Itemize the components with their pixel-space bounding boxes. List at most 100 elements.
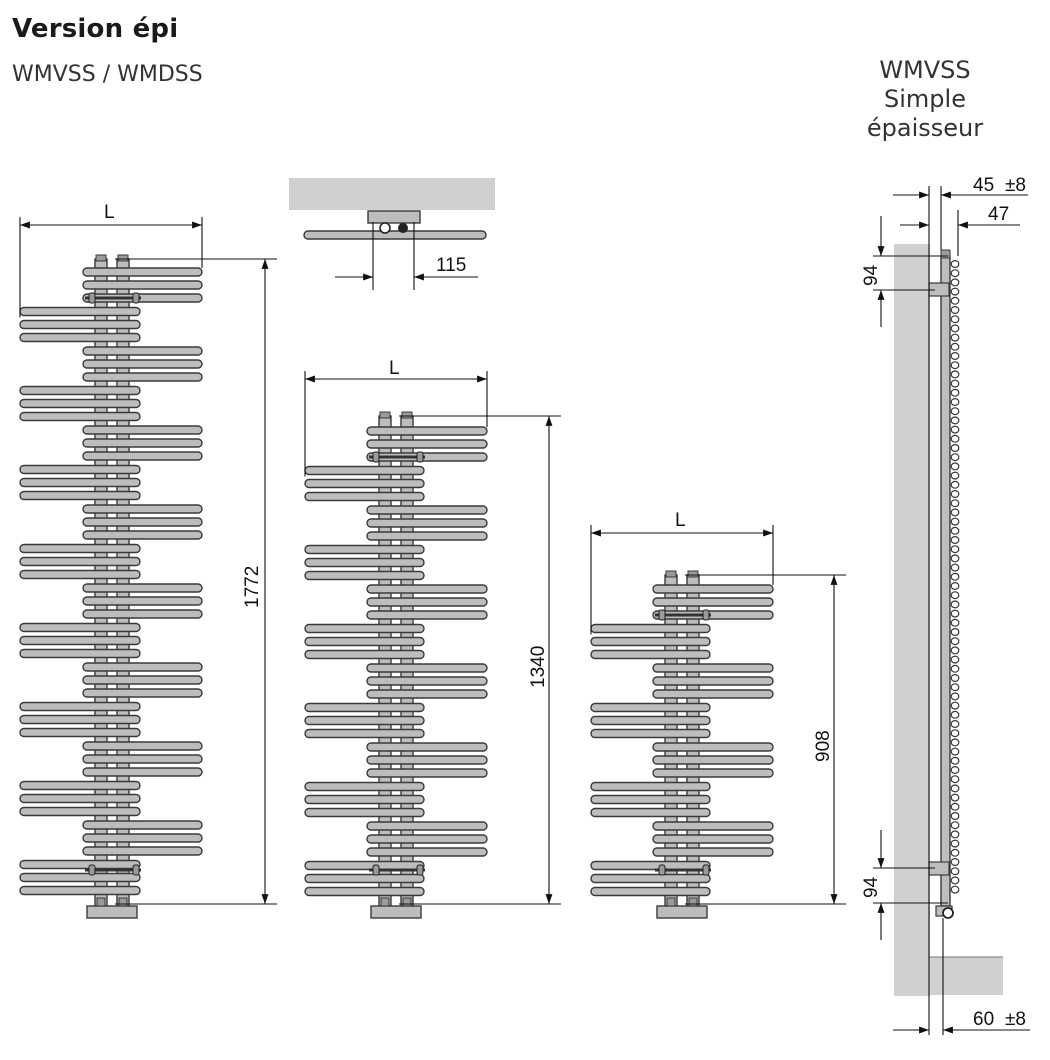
bracket-clip	[658, 609, 666, 621]
collector-cap-left	[379, 411, 391, 419]
tube-left	[19, 701, 141, 712]
front-view-small	[590, 525, 846, 919]
tube-right	[366, 505, 488, 515]
tube-right	[82, 372, 203, 382]
front-small-height-label: 908	[813, 730, 834, 762]
side-tube-end	[950, 370, 960, 379]
side-view-floor	[929, 957, 1003, 995]
side-tube-end	[950, 747, 960, 756]
side-tube-end	[950, 839, 960, 848]
side-tube-end	[950, 324, 960, 333]
side-tube-end	[950, 581, 960, 590]
top-view-valve-left	[379, 222, 391, 234]
valve-stem	[688, 897, 698, 907]
tube-left	[590, 860, 711, 871]
tube-right	[82, 267, 203, 277]
tube-left	[19, 648, 141, 659]
front-medium-height-label: 1340	[528, 646, 549, 688]
side-tube-end	[950, 306, 960, 315]
side-tube-end	[950, 333, 960, 342]
tube-right	[366, 518, 488, 528]
bracket-clip	[658, 864, 666, 876]
front-view-medium	[304, 371, 561, 919]
side-dim-offset-top: 94	[861, 264, 882, 286]
tube-left	[590, 702, 711, 713]
front-large-height-label: 1772	[242, 566, 263, 608]
side-tube-end	[950, 361, 960, 370]
tube-right	[82, 833, 203, 843]
tube-left	[590, 728, 711, 739]
tube-right	[366, 847, 488, 857]
side-tube-end	[950, 554, 960, 563]
tube-left	[304, 623, 425, 634]
bracket-clip	[372, 864, 380, 876]
side-view-valve-icon	[942, 907, 954, 919]
side-tube-end	[950, 499, 960, 508]
side-tube-end	[950, 765, 960, 774]
side-tube-end	[950, 591, 960, 600]
tube-left	[304, 478, 425, 489]
tube-right	[652, 742, 774, 752]
tube-right	[82, 425, 203, 435]
tube-right	[652, 755, 774, 765]
tube-left	[19, 622, 141, 633]
side-view-tubes	[950, 260, 960, 894]
side-tube-end	[950, 775, 960, 784]
tube-left	[590, 794, 711, 805]
side-tube-end	[950, 811, 960, 820]
tube-right	[652, 689, 774, 699]
tube-right	[82, 754, 203, 764]
tube-left	[19, 306, 141, 317]
tube-right	[366, 439, 488, 449]
bracket-clip	[702, 609, 710, 621]
side-tube-end	[950, 352, 960, 361]
side-view-title: WMVSS Simple épaisseur	[840, 56, 1010, 143]
side-dim-width: 47	[988, 204, 1009, 225]
valve-stem	[666, 897, 676, 907]
tube-right	[82, 741, 203, 751]
tube-right	[82, 280, 203, 290]
collector-cap-left	[665, 570, 677, 578]
tube-right	[366, 597, 488, 607]
side-view: 45 ±8 47 94 94 60 ±8	[861, 175, 1030, 1035]
front-view-large	[19, 217, 277, 919]
tube-left	[19, 319, 141, 330]
bracket-clip	[416, 864, 424, 876]
bracket-clip	[372, 451, 380, 463]
tube-left	[19, 569, 141, 580]
model-subtitle: WMVSS / WMDSS	[12, 62, 203, 87]
top-dim-spacing: 115	[436, 255, 466, 276]
side-tube-end	[950, 793, 960, 802]
side-tube-end	[950, 830, 960, 839]
side-tube-end	[950, 848, 960, 857]
side-tube-end	[950, 480, 960, 489]
top-view: 115	[289, 178, 495, 290]
tube-left	[19, 714, 141, 725]
tube-right	[82, 846, 203, 856]
side-tube-end	[950, 627, 960, 636]
tube-right	[82, 517, 203, 527]
tube-right	[652, 847, 774, 857]
tube-left	[19, 793, 141, 804]
top-view-valve-right	[398, 223, 408, 233]
side-tube-end	[950, 490, 960, 499]
tube-left	[19, 806, 141, 817]
tube-right	[82, 688, 203, 698]
side-title-line-3: épaisseur	[866, 114, 984, 142]
tube-left	[304, 544, 425, 555]
tube-left	[19, 398, 141, 409]
side-tube-end	[950, 296, 960, 305]
tube-right	[82, 662, 203, 672]
side-tube-end	[950, 315, 960, 324]
valve-block	[370, 905, 422, 919]
tube-left	[19, 859, 141, 870]
side-tube-end	[950, 701, 960, 710]
bracket-clip	[702, 864, 710, 876]
tube-right	[366, 821, 488, 831]
side-tube-end	[950, 637, 960, 646]
tube-left	[590, 649, 711, 660]
bracket-clip	[132, 292, 140, 304]
tube-right	[366, 426, 488, 436]
side-tube-end	[950, 517, 960, 526]
side-tube-end	[950, 618, 960, 627]
